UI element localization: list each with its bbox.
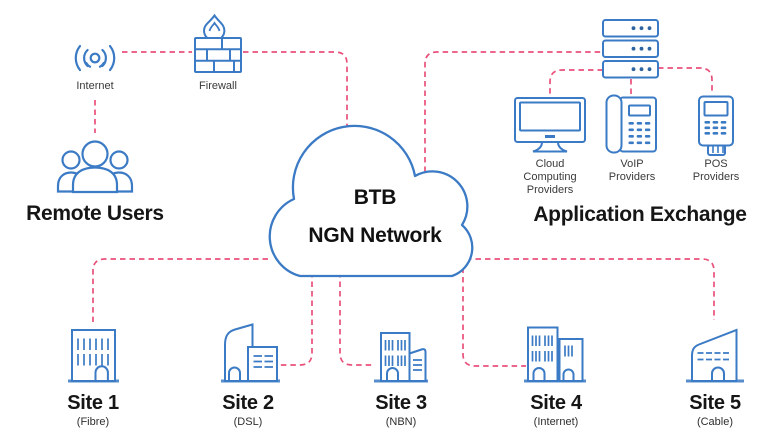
pos-terminal-icon [698,95,734,156]
link-cloud-servers [424,51,601,172]
site3-connection: (NBN) [385,416,417,428]
site2-building-icon [221,323,280,383]
internet-icon [74,44,116,72]
site1-name: Site 1 [67,392,119,414]
site3-building-icon [374,332,428,383]
site4-building-icon [524,326,586,383]
desk-phone-icon [605,94,657,154]
voip-providers-label: VoIP Providers [608,158,656,183]
cloud-icon [268,124,474,278]
internet-label: Internet [76,80,114,92]
site1-connection: (Fibre) [76,416,110,428]
link-servers-pos [658,67,713,92]
site4-connection: (Internet) [533,416,579,428]
pos-providers-label: POS Providers [692,158,740,183]
link-cloud-site4 [462,258,526,367]
server-stack-icon [602,19,659,79]
site3-name: Site 3 [375,392,427,414]
firewall-label: Firewall [199,80,237,92]
link-servers-cloud-computing [549,69,603,94]
site5-name: Site 5 [689,392,741,414]
link-cloud-site1 [92,258,268,322]
cloud-label-line2: NGN Network [308,224,442,247]
monitor-icon [514,97,586,153]
firewall-icon [194,13,242,73]
link-cloud-site2 [277,272,313,366]
site2-name: Site 2 [222,392,274,414]
site5-connection: (Cable) [696,416,734,428]
site2-connection: (DSL) [233,416,263,428]
link-cloud-site3 [339,272,372,366]
cloud-label: BTB NGN Network [295,186,455,248]
site5-building-icon [686,328,744,383]
cloud-computing-providers-label: Cloud Computing Providers [523,158,577,196]
link-cloud-site5 [466,258,715,320]
cloud-label-line1: BTB [353,186,397,209]
site4-name: Site 4 [530,392,582,414]
site1-building-icon [68,329,119,383]
remote-users-icon [56,140,134,194]
remote-users-title: Remote Users [26,202,164,225]
application-exchange-title: Application Exchange [533,203,747,226]
